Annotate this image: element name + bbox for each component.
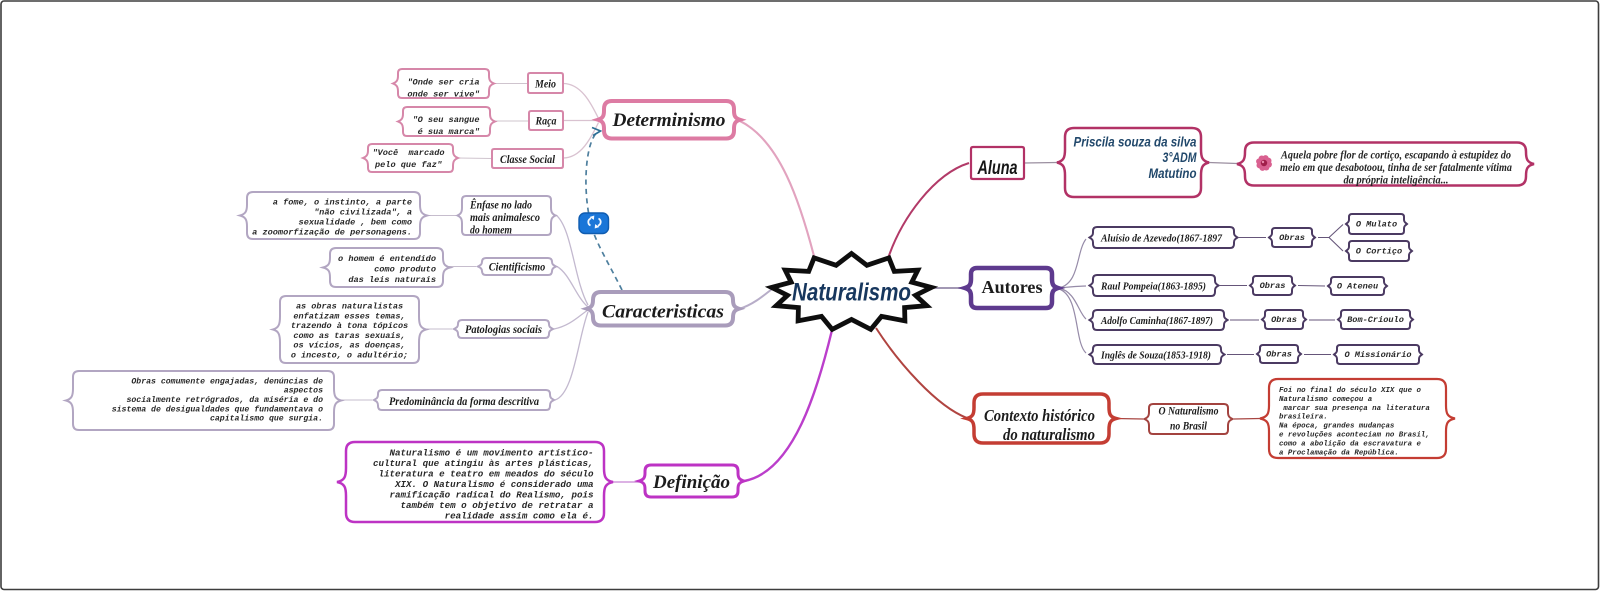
svg-text:O Ateneu: O Ateneu xyxy=(1337,281,1378,291)
svg-text:Inglês de Souza(1853-1918): Inglês de Souza(1853-1918) xyxy=(1100,350,1211,362)
svg-text:Obras: Obras xyxy=(1266,349,1292,359)
svg-text:Autores: Autores xyxy=(982,277,1043,297)
svg-text:sistema de desigualdades que f: sistema de desigualdades que fundamentav… xyxy=(112,404,323,414)
svg-text:XIX. O Naturalismo é considera: XIX. O Naturalismo é considerado uma xyxy=(394,479,593,490)
svg-text:Caracteristicas: Caracteristicas xyxy=(602,302,724,323)
svg-text:é sua marca": é sua marca" xyxy=(418,127,480,137)
svg-text:"Você marcado: "Você marcado xyxy=(372,148,444,158)
svg-text:Adolfo Caminha(1867-1897): Adolfo Caminha(1867-1897) xyxy=(1100,315,1213,327)
svg-text:Determinismo: Determinismo xyxy=(611,110,725,131)
svg-text:o homem é entendido: o homem é entendido xyxy=(338,254,436,264)
svg-text:Naturalismo é um movimento art: Naturalismo é um movimento artístico- xyxy=(390,448,594,459)
svg-text:Naturalismo: Naturalismo xyxy=(792,279,911,307)
svg-text:"não civilizada", a: "não civilizada", a xyxy=(314,208,412,218)
svg-text:Aluna: Aluna xyxy=(977,158,1018,179)
svg-text:O Missionário: O Missionário xyxy=(1344,350,1411,360)
svg-text:no Brasil: no Brasil xyxy=(1170,421,1208,433)
svg-text:Ênfase no lado: Ênfase no lado xyxy=(469,198,532,212)
svg-text:Foi no final do século XIX que: Foi no final do século XIX que o xyxy=(1279,387,1421,395)
svg-text:a zoomorfização de personagens: a zoomorfização de personagens. xyxy=(252,228,412,238)
svg-text:as obras naturalistas: as obras naturalistas xyxy=(296,302,403,312)
svg-text:os vícios, as doenças,: os vícios, as doenças, xyxy=(293,341,405,351)
svg-text:O Naturalismo: O Naturalismo xyxy=(1159,406,1219,418)
svg-text:Raça: Raça xyxy=(535,116,557,128)
svg-text:Cientificismo: Cientificismo xyxy=(489,262,546,274)
svg-text:a Proclamação da República.: a Proclamação da República. xyxy=(1279,449,1399,457)
svg-text:também tem o objetivo de retra: também tem o objetivo de retratar a xyxy=(401,500,594,511)
svg-text:como produto: como produto xyxy=(374,265,436,275)
svg-text:Classe Social: Classe Social xyxy=(500,154,556,166)
svg-text:capitalismo que surgia.: capitalismo que surgia. xyxy=(210,414,323,424)
svg-text:Obras: Obras xyxy=(1260,281,1286,291)
svg-text:do naturalismo: do naturalismo xyxy=(1003,425,1095,444)
svg-text:brasileira.: brasileira. xyxy=(1279,414,1328,422)
svg-text:onde ser vive": onde ser vive" xyxy=(407,90,479,100)
svg-text:Meio: Meio xyxy=(534,79,556,91)
svg-text:a fome, o instinto, a parte: a fome, o instinto, a parte xyxy=(273,198,412,208)
svg-text:cultural que atingiu às artes: cultural que atingiu às artes plásticas, xyxy=(373,458,594,469)
svg-text:literatura e teatro em meados: literatura e teatro em meados do século xyxy=(378,469,594,480)
svg-text:Predominância da forma descrit: Predominância da forma descritiva xyxy=(389,396,539,408)
svg-text:meio em que desabotoou, tinha: meio em que desabotoou, tinha de ser fat… xyxy=(1280,160,1512,174)
svg-text:pelo que faz": pelo que faz" xyxy=(374,160,442,170)
svg-text:Obras: Obras xyxy=(1271,315,1297,325)
svg-text:enfatizam esses temas,: enfatizam esses temas, xyxy=(293,311,405,321)
svg-text:socialmente retrógrados, da mi: socialmente retrógrados, da miséria e do xyxy=(126,395,323,405)
svg-text:ramificação radical do Realism: ramificação radical do Realismo, pois xyxy=(390,490,594,501)
svg-text:Na época, grandes mudanças: Na época, grandes mudanças xyxy=(1279,423,1395,431)
svg-text:Aquela pobre flor de cortiço,: Aquela pobre flor de cortiço, escapando … xyxy=(1280,148,1511,162)
svg-text:realidade assim como ela é.: realidade assim como ela é. xyxy=(445,511,594,522)
svg-text:O Cortiço: O Cortiço xyxy=(1356,246,1402,256)
svg-text:como a abolição da escravatura: como a abolição da escravatura e xyxy=(1279,440,1421,448)
svg-text:e revoluções aconteciam no Bra: e revoluções aconteciam no Brasil, xyxy=(1279,432,1430,440)
svg-text:Contexto histórico: Contexto histórico xyxy=(984,406,1095,425)
svg-text:Naturalismo começou a: Naturalismo começou a xyxy=(1279,396,1372,404)
svg-text:O Mulato: O Mulato xyxy=(1356,219,1397,229)
svg-text:Obras comumente engajadas, den: Obras comumente engajadas, denúncias de xyxy=(131,376,323,386)
svg-text:Obras: Obras xyxy=(1279,233,1305,243)
svg-text:Bom-Crioulo: Bom-Crioulo xyxy=(1347,315,1404,325)
svg-text:como as taras sexuais,: como as taras sexuais, xyxy=(293,331,405,341)
svg-text:das leis naturais: das leis naturais xyxy=(348,275,436,285)
svg-text:Patologias sociais: Patologias sociais xyxy=(465,324,542,336)
svg-text:Raul Pompeia(1863-1895): Raul Pompeia(1863-1895) xyxy=(1100,281,1206,293)
svg-text:Definição: Definição xyxy=(652,472,730,493)
svg-text:"Onde ser cria: "Onde ser cria xyxy=(407,78,479,88)
svg-text:da própria inteligência...: da própria inteligência... xyxy=(1344,173,1449,187)
svg-text:3°ADM: 3°ADM xyxy=(1163,149,1197,165)
svg-text:trazendo à tona tópicos: trazendo à tona tópicos xyxy=(291,321,408,331)
svg-text:sexualidade , bem como: sexualidade , bem como xyxy=(299,218,412,228)
svg-text:Priscila souza da silva: Priscila souza da silva xyxy=(1074,133,1197,149)
svg-text:do homem: do homem xyxy=(470,225,512,237)
svg-text:Matutino: Matutino xyxy=(1149,165,1197,181)
svg-text:aspectos: aspectos xyxy=(284,387,323,396)
svg-text:marcar sua presença na literat: marcar sua presença na literatura xyxy=(1279,405,1430,413)
svg-text:o incesto, o adultério;: o incesto, o adultério; xyxy=(291,351,408,361)
svg-text:Aluísio de Azevedo(1867-1897: Aluísio de Azevedo(1867-1897 xyxy=(1100,233,1222,245)
svg-text:"O seu sangue: "O seu sangue xyxy=(412,115,479,125)
svg-text:mais animalesco: mais animalesco xyxy=(470,212,540,224)
